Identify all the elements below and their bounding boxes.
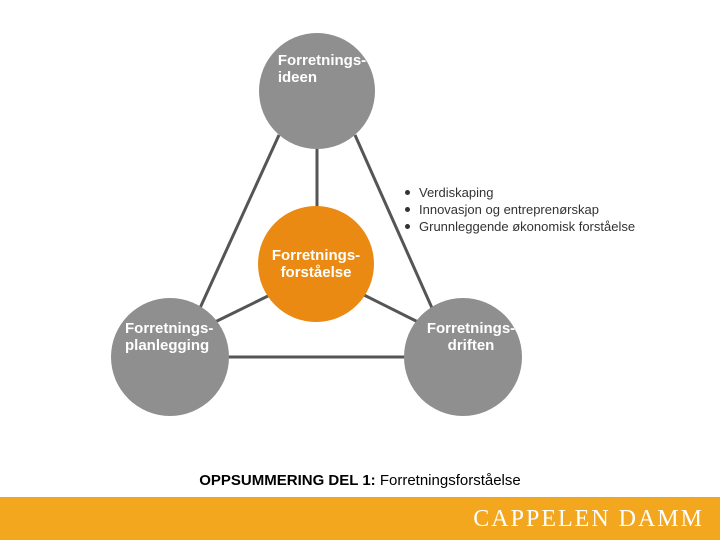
footer-bar: CAPPELEN DAMM [0,497,720,540]
bullet-item: Verdiskaping [405,184,635,201]
bullet-text: Grunnleggende økonomisk forståelse [419,219,636,234]
node-forretningsideen: Forretnings- ideen [259,33,375,149]
node-forretningsforstaelse: Forretnings- forståelse [258,206,374,322]
line-top-left [198,134,281,309]
node-top-line1: Forretnings- [277,52,367,69]
triangle-diagram: Forretnings- ideen Forretnings- forståel… [111,33,635,416]
line-center-left [214,293,271,324]
bullet-dot-icon [405,207,410,212]
node-right-line1: Forretnings- [426,320,516,337]
node-center-line2: forståelse [280,264,352,281]
connector-lines [198,134,434,359]
bullet-dot-icon [405,190,410,195]
node-right-line2: driften [447,337,495,354]
bullet-text: Innovasjon og entreprenørskap [419,202,599,217]
slide-caption: OPPSUMMERING DEL 1: Forretningsforståels… [0,472,720,489]
bullet-list: Verdiskaping Innovasjon og entreprenørsk… [405,184,635,235]
bullet-dot-icon [405,224,410,229]
cappelen-damm-logo: CAPPELEN DAMM [473,506,704,532]
caption-text: Forretningsforståelse [375,472,521,489]
node-top-line2: ideen [277,69,318,86]
line-center-right [363,293,419,324]
bullet-item: Grunnleggende økonomisk forståelse [405,218,635,235]
node-forretningsplanlegging: Forretnings- planlegging [111,298,229,416]
bullet-text: Verdiskaping [419,185,494,200]
node-center-line1: Forretnings- [271,247,361,264]
node-forretningsdriften: Forretnings- driften [404,298,522,416]
bullet-item: Innovasjon og entreprenørskap [405,201,635,218]
line-top-right [353,134,434,309]
node-left-line2: planlegging [125,337,210,354]
caption-bold: OPPSUMMERING DEL 1: [199,472,376,489]
node-left-line1: Forretnings- [125,320,214,337]
